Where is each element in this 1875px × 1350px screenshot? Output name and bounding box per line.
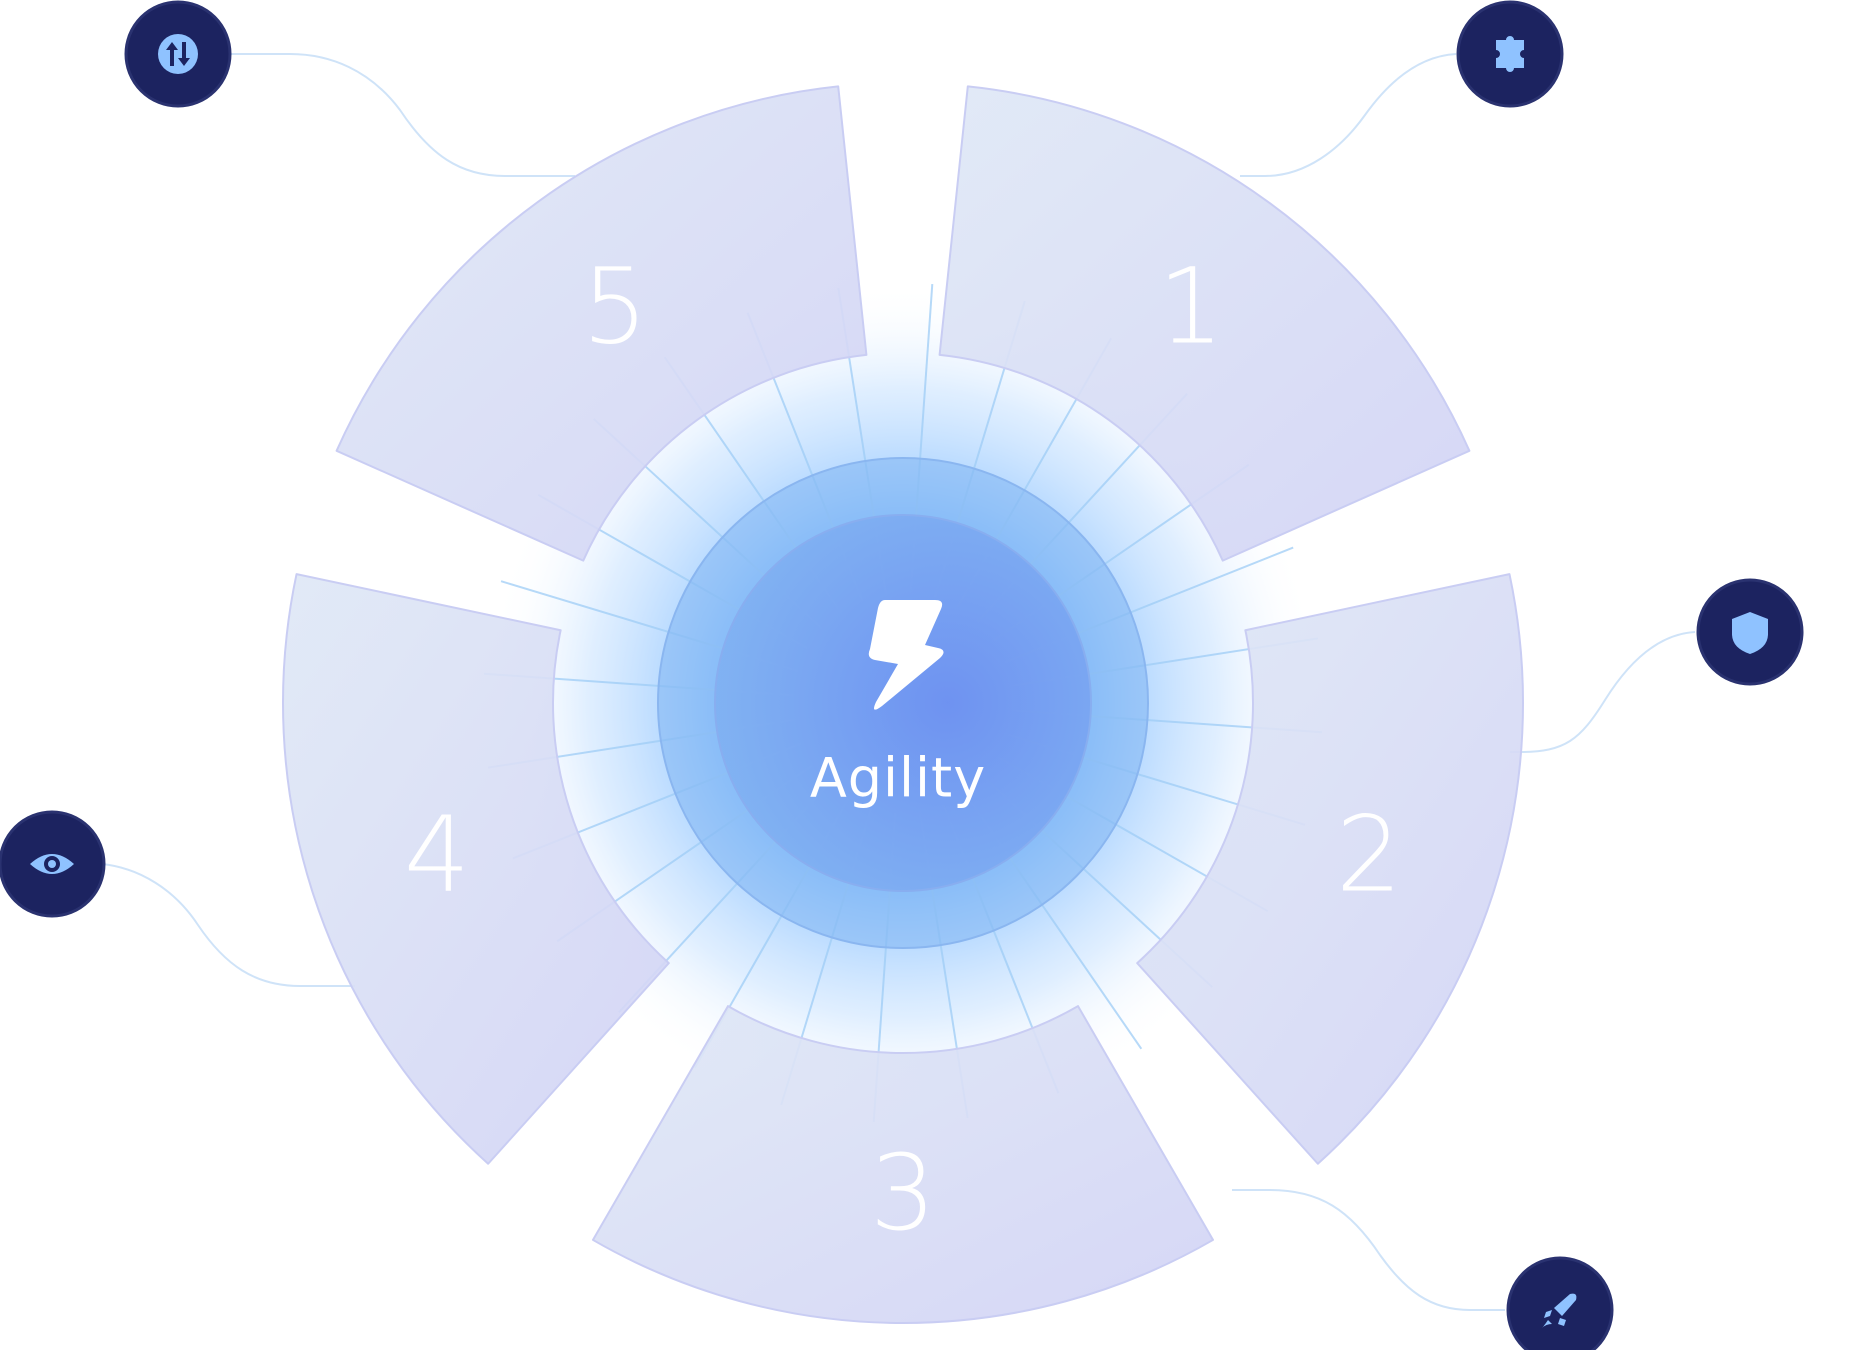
connector-line-4 <box>101 863 355 987</box>
core-inner-circle <box>714 514 1092 892</box>
center-label: Agility <box>810 747 986 810</box>
ring-segment-3 <box>592 1005 1214 1325</box>
segment-number-4: 4 <box>404 793 470 915</box>
rocket-icon <box>1542 1293 1577 1328</box>
ring-segment-2 <box>1136 573 1524 1165</box>
segment-number-5: 5 <box>582 246 648 368</box>
badge-segment-2 <box>1696 578 1804 686</box>
shield-icon <box>1732 612 1768 654</box>
badge-segment-5 <box>124 0 232 108</box>
swap-vertical-icon <box>158 34 198 74</box>
lightning-bolt-icon <box>868 600 944 710</box>
badge-segment-1 <box>1456 0 1564 108</box>
puzzle-icon <box>1496 36 1524 72</box>
ring-segment-4 <box>282 573 670 1165</box>
eye-icon <box>30 854 74 874</box>
ring-segment-1 <box>938 85 1471 562</box>
connector-lines <box>101 53 1696 1311</box>
segment-number-3: 3 <box>870 1132 936 1254</box>
connector-line-1 <box>1240 53 1457 177</box>
ring-segments: 1 2 3 4 5 <box>282 85 1524 1325</box>
icon-badges <box>0 0 1804 1350</box>
ring-segment-5 <box>335 85 868 562</box>
connector-line-3 <box>1232 1189 1505 1311</box>
connector-line-2 <box>1510 631 1696 753</box>
badge-segment-4 <box>0 810 106 918</box>
badge-segment-3 <box>1506 1256 1614 1350</box>
segment-number-2: 2 <box>1336 793 1402 915</box>
segment-number-1: 1 <box>1158 246 1224 368</box>
connector-line-5 <box>228 53 575 177</box>
